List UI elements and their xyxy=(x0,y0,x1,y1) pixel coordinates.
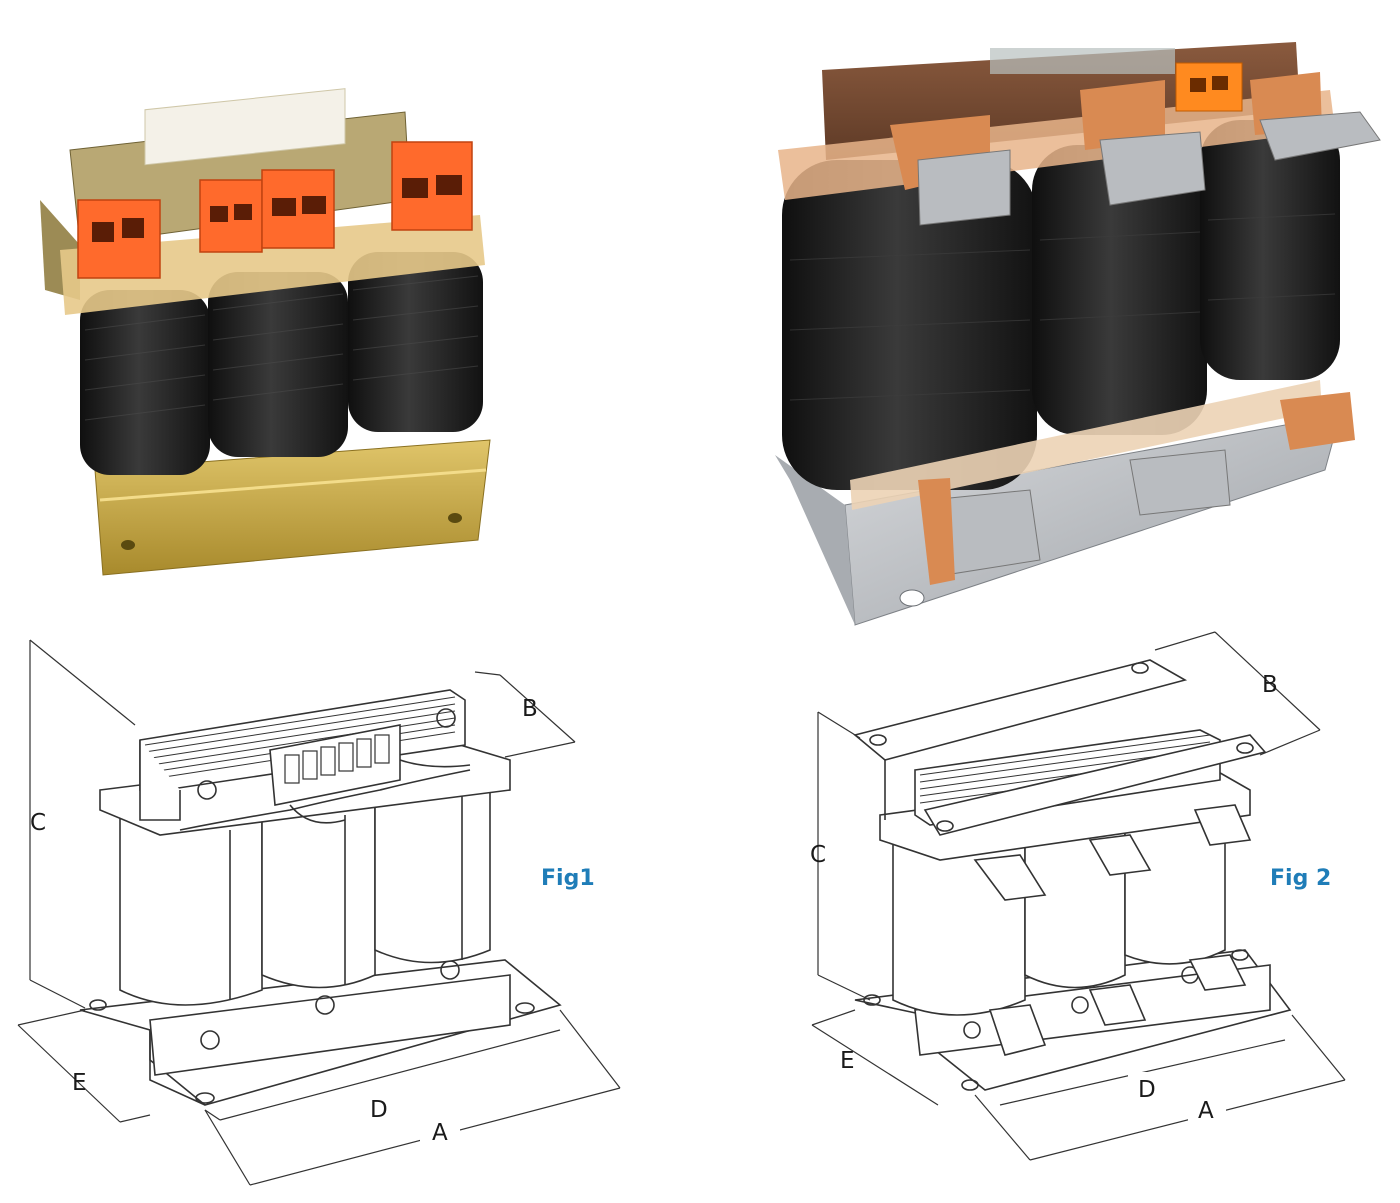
fig2-dim-a: A xyxy=(1198,1098,1214,1124)
fig1-dim-c: C xyxy=(30,810,46,836)
fig1-dim-e: E xyxy=(72,1070,87,1096)
fig2-dim-b: B xyxy=(1262,672,1278,698)
fig2-label-a-bg xyxy=(1188,1092,1226,1124)
fig2-label-d-bg xyxy=(1128,1072,1166,1104)
fig2-label: Fig 2 xyxy=(1270,866,1332,891)
reactor-photo xyxy=(775,42,1381,626)
fig1-label-d-bg xyxy=(360,1092,400,1124)
fig2-dim-c: C xyxy=(810,842,826,868)
transformer-photo xyxy=(40,88,491,576)
fig2-dim-d: D xyxy=(1138,1077,1156,1103)
fig2-dim-e: E xyxy=(840,1048,855,1074)
fig2-drawing xyxy=(853,659,1292,1091)
fig1-label-a-bg xyxy=(420,1115,460,1147)
fig1-dim-b: B xyxy=(522,696,538,722)
fig1-drawing xyxy=(79,689,562,1106)
fig1-label: Fig1 xyxy=(541,866,595,891)
fig1-dim-a: A xyxy=(432,1120,448,1146)
fig1-dim-d: D xyxy=(370,1097,388,1123)
